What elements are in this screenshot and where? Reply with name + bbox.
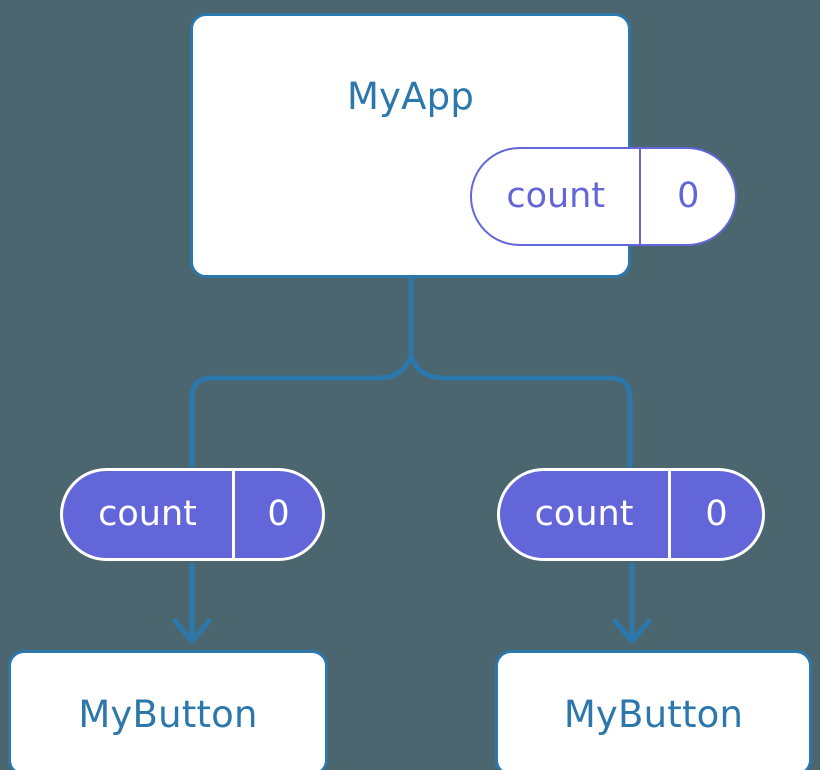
child-state-value-left: 0 <box>267 494 290 534</box>
child-component-label-right: MyButton <box>563 693 744 736</box>
child-component-card-right: MyButton <box>495 650 812 770</box>
root-state-pill: count 0 <box>470 147 737 246</box>
branch-bar <box>189 348 633 468</box>
root-state-value: 0 <box>677 176 700 216</box>
child-component-label-left: MyButton <box>78 693 258 736</box>
child-state-pill-right: count 0 <box>497 468 765 561</box>
child-state-key-left: count <box>63 471 236 558</box>
root-component-card: MyApp count 0 <box>190 13 737 278</box>
root-component-label: MyApp <box>346 75 475 118</box>
child-component-card-left: MyButton <box>8 650 328 770</box>
root-state-key: count <box>472 149 642 244</box>
child-state-key-right: count <box>500 471 672 558</box>
child-state-value-right: 0 <box>705 494 728 534</box>
state-to-button-arrow-left-head <box>172 618 212 644</box>
state-to-button-arrow-right-head <box>612 618 652 644</box>
child-state-pill-left: count 0 <box>60 468 325 561</box>
